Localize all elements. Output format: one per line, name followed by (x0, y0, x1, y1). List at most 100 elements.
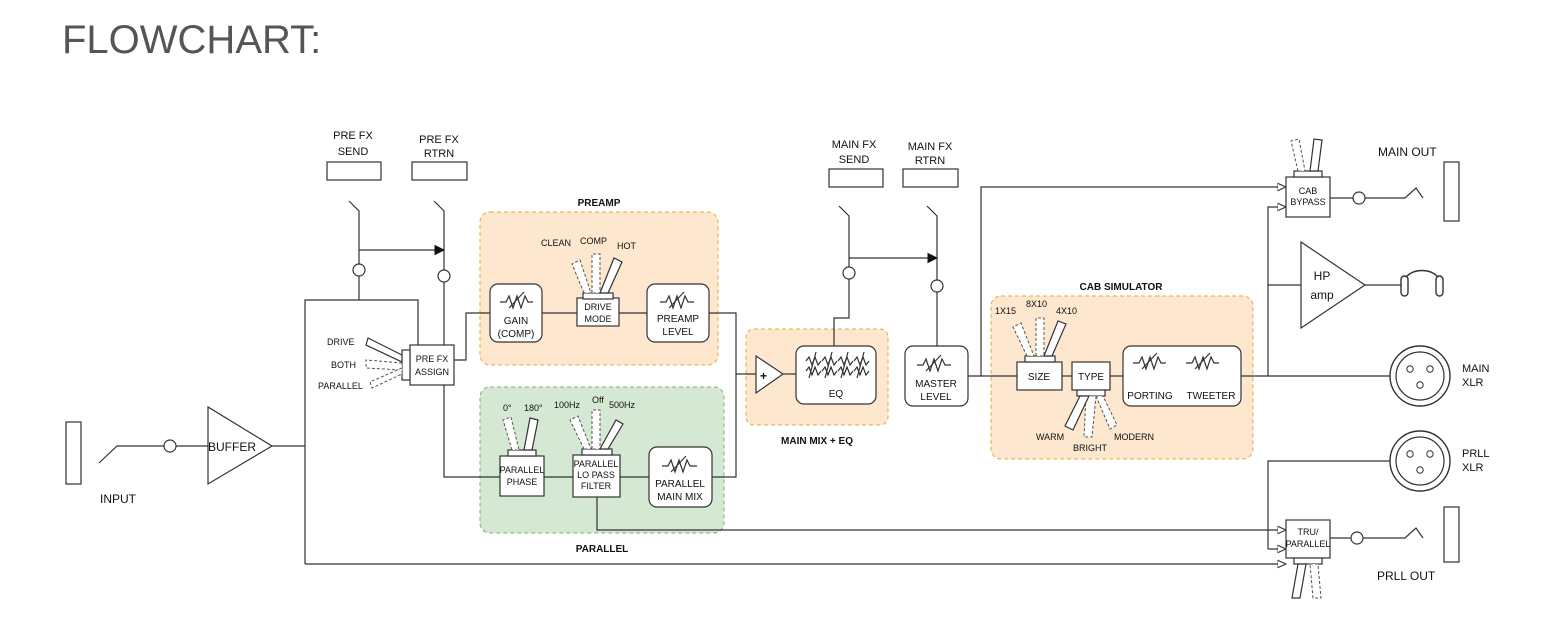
size-option-8x10: 8X10 (1026, 299, 1047, 309)
main-fx-send-label-1: MAIN FX (832, 139, 877, 151)
porting-tweeter-box (1122, 345, 1242, 407)
lo-pass-label-2: LO PASS (577, 470, 615, 480)
tru-parallel-label-1: TRU/ (1298, 527, 1319, 537)
parallel-phase-label-1: PARALLEL (500, 465, 545, 475)
parallel-lo-pass-switch-cap (581, 448, 613, 456)
main-xlr-label-1: MAIN (1462, 363, 1490, 375)
master-level-knob-box (904, 345, 969, 407)
pre-fx-send-label-1: PRE FX (333, 130, 373, 142)
tru-parallel-label-2: PARALLEL (1286, 539, 1331, 549)
filter-option-500hz: 500Hz (609, 400, 636, 410)
main-fx-send-node (842, 266, 856, 280)
gain-knob-box (489, 283, 543, 343)
prll-xlr-label-2: XLR (1462, 462, 1483, 474)
hp-amp-label-2: amp (1310, 288, 1334, 302)
main-out-node (1352, 191, 1366, 205)
type-switch-cap (1076, 389, 1106, 397)
filter-option-off: Off (592, 395, 604, 405)
preamp-title: PREAMP (578, 198, 621, 209)
parallel-main-mix-label-1: PARALLEL (655, 479, 705, 490)
size-switch (1016, 361, 1063, 391)
input-jack-node (163, 439, 177, 453)
prll-out-label: PRLL OUT (1377, 569, 1436, 583)
parallel-main-mix-knob-box (648, 446, 713, 508)
prll-out-jack (1443, 506, 1460, 563)
porting-potentiometer-icon (1133, 352, 1166, 371)
drive-mode-label-1: DRIVE (584, 302, 612, 312)
summing-plus: + (760, 369, 767, 383)
parallel-phase-switch-cap (507, 449, 537, 457)
porting-label: PORTING (1127, 391, 1173, 402)
pre-fx-rtrn-node (437, 269, 451, 283)
main-out-jack (1443, 161, 1460, 222)
drive-option-clean: CLEAN (541, 238, 571, 248)
prll-xlr-label-1: PRLL (1462, 448, 1490, 460)
page-title: FLOWCHART: (62, 18, 322, 62)
prll-xlr-connector-icon (1389, 430, 1451, 492)
assign-option-drive: DRIVE (327, 337, 355, 347)
main-fx-send-jack (828, 168, 884, 188)
type-option-modern: MODERN (1114, 432, 1154, 442)
main-xlr-label-2: XLR (1462, 377, 1483, 389)
parallel-lo-pass-switch (572, 454, 621, 498)
type-switch (1071, 361, 1111, 391)
phase-option-0: 0° (503, 403, 512, 413)
master-level-potentiometer-icon (917, 354, 951, 373)
eq-label: EQ (829, 389, 844, 400)
main-fx-rtrn-node (930, 279, 944, 293)
pre-fx-assign-label-2: ASSIGN (415, 367, 449, 377)
filter-option-100hz: 100Hz (554, 400, 581, 410)
input-label: INPUT (100, 492, 137, 506)
size-label: SIZE (1028, 372, 1051, 383)
gain-label-1: GAIN (504, 316, 528, 327)
buffer-amp (207, 405, 274, 486)
drive-mode-label-2: MODE (585, 314, 612, 324)
main-mix-eq-title: MAIN MIX + EQ (781, 436, 853, 447)
gain-potentiometer-icon (500, 291, 533, 310)
hp-amp (1300, 240, 1367, 330)
parallel-phase-switch (499, 455, 545, 497)
assign-option-both: BOTH (331, 360, 356, 370)
headphones-icon (1400, 269, 1444, 297)
size-option-4x10: 4X10 (1056, 306, 1077, 316)
cab-bypass-switch-cap (1293, 170, 1323, 178)
assign-lever-icon (365, 337, 403, 389)
type-label: TYPE (1078, 372, 1104, 383)
pre-fx-assign-label-1: PRE FX (416, 354, 449, 364)
main-fx-send-label-2: SEND (839, 154, 870, 166)
type-option-bright: BRIGHT (1073, 443, 1108, 453)
signal-wires (98, 187, 1424, 564)
assign-lever-base (401, 349, 411, 381)
main-fx-rtrn-label-1: MAIN FX (908, 141, 953, 153)
cab-bypass-toggle-icon (1290, 138, 1323, 172)
main-fx-rtrn-label-2: RTRN (915, 155, 945, 167)
prll-out-node (1350, 531, 1364, 545)
summing-amp (755, 354, 785, 395)
drive-mode-switch-cap (582, 292, 614, 300)
tweeter-potentiometer-icon (1186, 352, 1219, 371)
type-option-warm: WARM (1036, 432, 1064, 442)
parallel-main-mix-potentiometer-icon (662, 455, 697, 474)
main-xlr-connector-icon (1389, 345, 1451, 407)
phase-toggle-icon (502, 416, 539, 451)
pre-fx-rtrn-label-2: RTRN (424, 148, 454, 160)
drive-mode-switch (576, 297, 620, 327)
assign-option-parallel: PARALLEL (318, 381, 363, 391)
drive-mode-toggle-icon (571, 253, 623, 294)
lo-pass-toggle-icon (569, 409, 624, 450)
parallel-phase-label-2: PHASE (507, 477, 538, 487)
cab-simulator-title: CAB SIMULATOR (1080, 282, 1164, 293)
buffer-label: BUFFER (208, 440, 256, 454)
cab-bypass-label-2: BYPASS (1290, 197, 1325, 207)
cab-bypass-label-1: CAB (1299, 186, 1318, 196)
preamp-level-knob-box (646, 283, 710, 343)
pre-fx-rtrn-jack (411, 161, 468, 181)
main-fx-rtrn-jack (902, 168, 959, 188)
drive-option-comp: COMP (580, 236, 607, 246)
preamp-level-label-2: LEVEL (662, 327, 694, 338)
input-jack (65, 421, 82, 485)
tru-parallel-switch (1285, 519, 1331, 559)
parallel-main-mix-label-2: MAIN MIX (657, 492, 703, 503)
main-out-label: MAIN OUT (1378, 145, 1437, 159)
